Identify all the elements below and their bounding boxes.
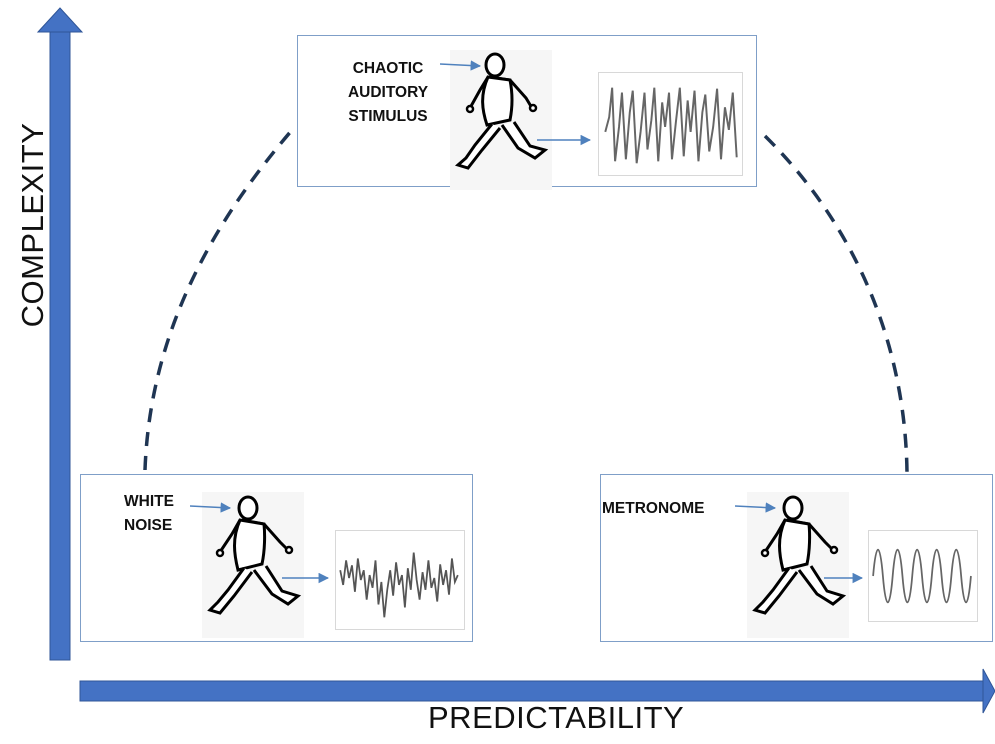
periodic-waveform [868, 530, 978, 622]
y-axis-label: COMPLEXITY [15, 122, 50, 328]
x-axis-arrow [79, 668, 995, 714]
chaotic-stimulus-label: CHAOTIC AUDITORY STIMULUS [347, 60, 429, 125]
left-dashed-arc [143, 128, 294, 471]
right-dashed-arc [763, 134, 909, 473]
walking-person-icon [440, 50, 552, 190]
walking-person-icon [735, 492, 849, 638]
metronome-label: METRONOME [602, 500, 705, 517]
walking-person-icon [190, 492, 304, 638]
chaotic-waveform [598, 72, 743, 176]
noise-waveform [335, 530, 465, 630]
metronome-to-wave-arrow [824, 572, 864, 584]
white-noise-label: WHITE NOISE [124, 493, 174, 534]
x-axis-label: PREDICTABILITY [428, 700, 685, 735]
noise-to-wave-arrow [282, 572, 330, 584]
top-to-wave-arrow [537, 134, 592, 146]
y-axis-arrow [36, 7, 84, 661]
